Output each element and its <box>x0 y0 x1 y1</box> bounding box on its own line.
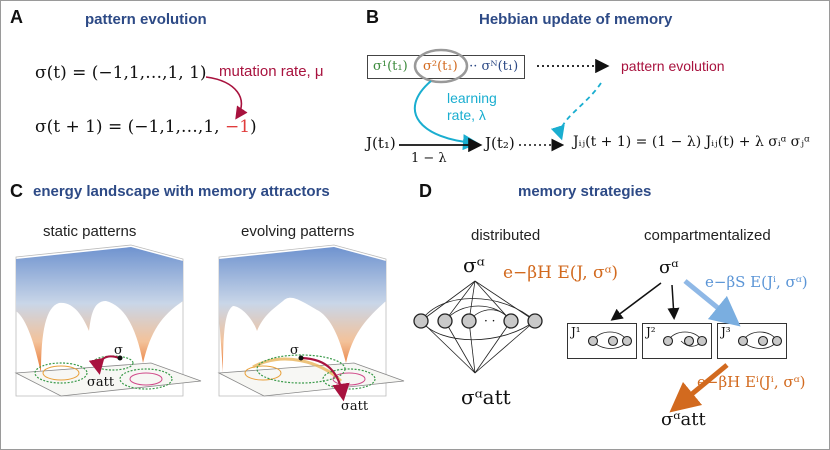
j-t2: J(t₂) <box>485 134 515 152</box>
static-convergence-arrow <box>88 355 120 375</box>
distributed-label: distributed <box>471 227 541 244</box>
panel-d-title: memory strategies <box>518 183 652 200</box>
pattern-evolution-label: pattern evolution <box>621 58 725 74</box>
compartmentalized-label: compartmentalized <box>644 227 771 244</box>
evolving-landscape <box>217 244 405 402</box>
compartment-energy-exponent: e−βH Eⁱ(Jⁱ, σᵅ) <box>697 373 806 391</box>
static-sigma-label: σ <box>114 343 123 358</box>
learning-rate-line-2: rate, λ <box>447 107 486 123</box>
evolving-patterns-label: evolving patterns <box>241 223 355 240</box>
panel-a-equation-1: σ(t) = (−1,1,…,1, 1) <box>35 63 207 83</box>
memory-compartment-2 <box>642 323 712 359</box>
distributed-network <box>420 280 536 374</box>
panel-d-letter: D <box>419 181 432 201</box>
selected-pattern-highlight <box>413 48 469 84</box>
evolving-convergence-arrow <box>301 356 350 402</box>
pattern-sigma-n: ··· σᴺ(t₁) <box>465 59 519 74</box>
static-landscape <box>14 244 202 397</box>
pattern-sigma-1: σ¹(t₁) <box>373 59 408 74</box>
j-t1: J(t₁) <box>366 134 396 152</box>
memory-compartment-3 <box>717 323 787 359</box>
compartment-sigma-alpha: σᵅ <box>659 257 679 278</box>
mutation-arrow <box>205 76 248 120</box>
equation-2-suffix: ) <box>250 117 257 137</box>
learning-rate-line-1: learning <box>447 90 497 106</box>
equation-2-prefix: σ(t + 1) = (−1,1,…,1, <box>35 117 220 137</box>
panel-a-title: pattern evolution <box>85 11 207 28</box>
distributed-sigma-alpha: σᵅ <box>463 253 485 277</box>
evolving-sigma-att-label: σatt <box>341 399 369 414</box>
panel-a-equation-2: σ(t + 1) = (−1,1,…,1, −1) <box>35 117 257 137</box>
hebbian-update-equation: Jᵢⱼ(t + 1) = (1 − λ) Jᵢⱼ(t) + λ σᵢᵅ σⱼᵅ <box>573 134 810 150</box>
mutation-rate-label: mutation rate, μ <box>219 63 324 80</box>
distributed-sigma-att: σᵅatt <box>461 385 511 409</box>
pattern-box <box>367 55 525 79</box>
dashed-update-arrow <box>550 82 602 141</box>
static-patterns-label: static patterns <box>43 223 137 240</box>
memory-compartment-1 <box>567 323 637 359</box>
panel-b-title: Hebbian update of memory <box>479 11 673 28</box>
compartment-2-label: J² <box>646 325 656 339</box>
compartment-1-label: J¹ <box>571 325 581 339</box>
one-minus-lambda: 1 − λ <box>411 151 447 166</box>
selection-energy-exponent: e−βS E(Jⁱ, σᵅ) <box>705 273 808 291</box>
compartment-3-label: J³ <box>721 325 731 339</box>
panel-a-letter: A <box>10 7 23 27</box>
static-sigma-att-label: σatt <box>87 375 115 390</box>
panel-b-letter: B <box>366 7 379 27</box>
evolving-sigma-label: σ <box>290 343 299 358</box>
arrow-to-compartment-2 <box>667 284 680 320</box>
arrow-to-compartment-3 <box>683 279 741 327</box>
pattern-sigma-2: σ²(t₁) <box>423 59 458 74</box>
arrow-to-compartment-1 <box>610 282 662 321</box>
equation-2-flipped-spin: −1 <box>224 117 251 137</box>
panel-c-letter: C <box>10 181 23 201</box>
arrow-to-attractor <box>669 363 729 413</box>
svg-text:· ·: · · <box>484 314 495 328</box>
distributed-energy-exponent: e−βH E(J, σᵅ) <box>503 263 619 283</box>
learning-arrow <box>413 80 479 151</box>
compartment-sigma-att: σᵅatt <box>661 409 706 430</box>
panel-c-title: energy landscape with memory attractors <box>33 183 330 200</box>
